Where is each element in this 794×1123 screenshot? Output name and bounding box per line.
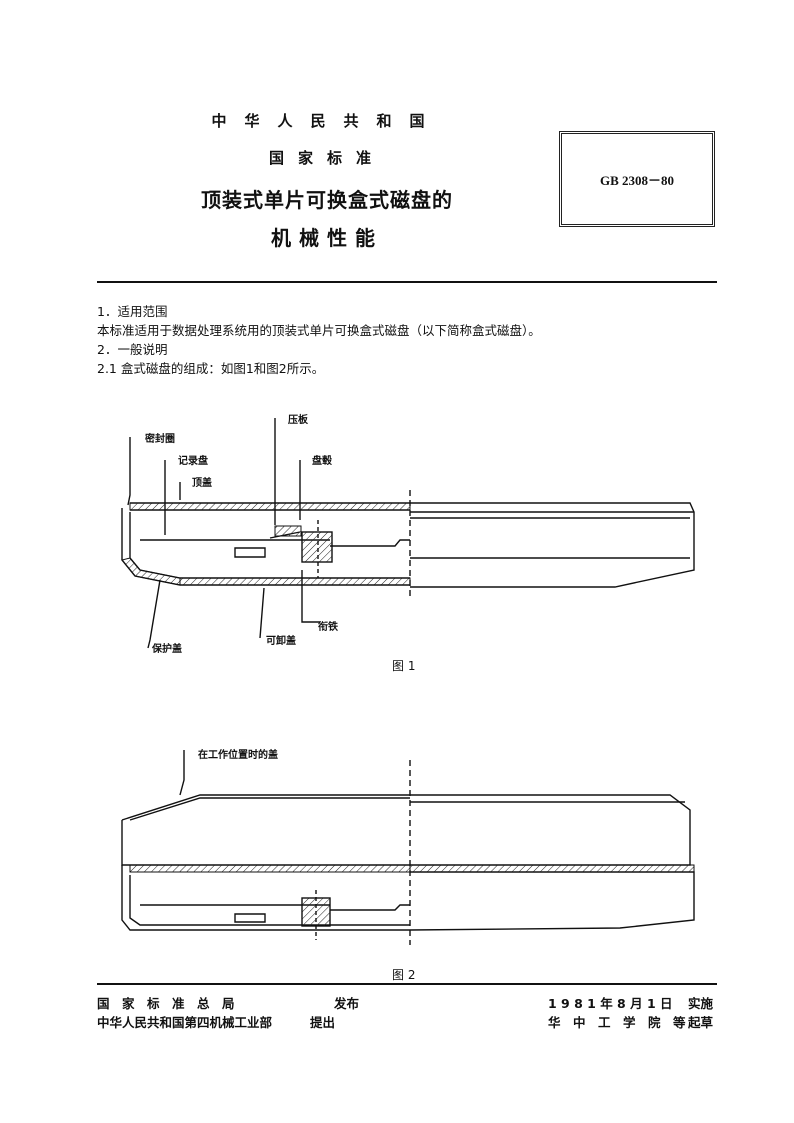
- label-pressure-plate: 压板: [288, 415, 308, 426]
- label-protective-cover: 保护盖: [152, 644, 182, 655]
- footer-proposer: 中华人民共和国第四机械工业部: [97, 1015, 273, 1030]
- footer-publish-label: 发布: [334, 996, 360, 1011]
- section-2-1-text: 2.1 盒式磁盘的组成：如图1和图2所示。: [97, 361, 325, 376]
- section-2-heading: 2．一般说明: [97, 342, 168, 357]
- footer-propose-label: 提出: [310, 1015, 336, 1030]
- figure-1-caption: 图 1: [392, 659, 416, 673]
- country-title: 中华人民共和国: [211, 112, 443, 130]
- document-title-line2: 机械性能: [271, 226, 383, 250]
- standard-category: 国家标准: [268, 149, 385, 167]
- standard-number-box: GB 2308－80: [559, 131, 715, 227]
- footer-effective-label: 实施: [688, 996, 714, 1011]
- standard-number: GB 2308－80: [599, 172, 675, 188]
- label-seal-ring: 密封圈: [145, 434, 175, 445]
- document-title-line1: 顶装式单片可换盒式磁盘的: [201, 188, 453, 212]
- footer-effective-date: 1 9 8 1 年 8 月 1 日: [548, 996, 673, 1011]
- footer-drafter: 华 中 工 学 院 等: [548, 1015, 686, 1030]
- label-disk-hub: 盘毂: [312, 456, 332, 467]
- header-rule: [97, 281, 717, 283]
- section-1-text: 本标准适用于数据处理系统用的顶装式单片可换盒式磁盘（以下简称盒式磁盘）。: [97, 323, 541, 338]
- label-removable-cover: 可卸盖: [266, 636, 296, 647]
- label-armature: 衔铁: [318, 622, 338, 633]
- figure-1-drawing: [121, 418, 695, 649]
- footer-draft-label: 起草: [688, 1015, 714, 1030]
- section-1-heading: 1．适用范围: [97, 304, 168, 319]
- label-record-disk: 记录盘: [178, 456, 208, 467]
- figure-2-drawing: [121, 750, 695, 945]
- figure-2-caption: 图 2: [392, 968, 416, 982]
- label-top-cover: 顶盖: [192, 478, 212, 489]
- footer-publisher: 国 家 标 准 总 局: [97, 996, 235, 1011]
- footer-rule: [97, 983, 717, 985]
- label-working-cover: 在工作位置时的盖: [198, 750, 278, 761]
